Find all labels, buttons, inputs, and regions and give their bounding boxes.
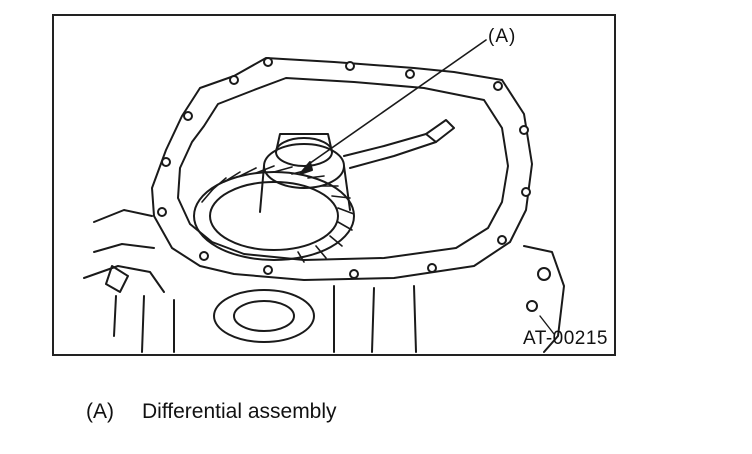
callout-label-a: (A) [488,26,517,47]
legend-text: Differential assembly [142,400,337,423]
legend-key: (A) [86,400,114,423]
figure-id: AT-00215 [523,328,608,349]
differential-assembly-illustration [83,39,565,353]
diagram-figure: (A) AT-00215 [52,14,616,356]
legend-item: (A) Differential assembly [86,400,337,424]
